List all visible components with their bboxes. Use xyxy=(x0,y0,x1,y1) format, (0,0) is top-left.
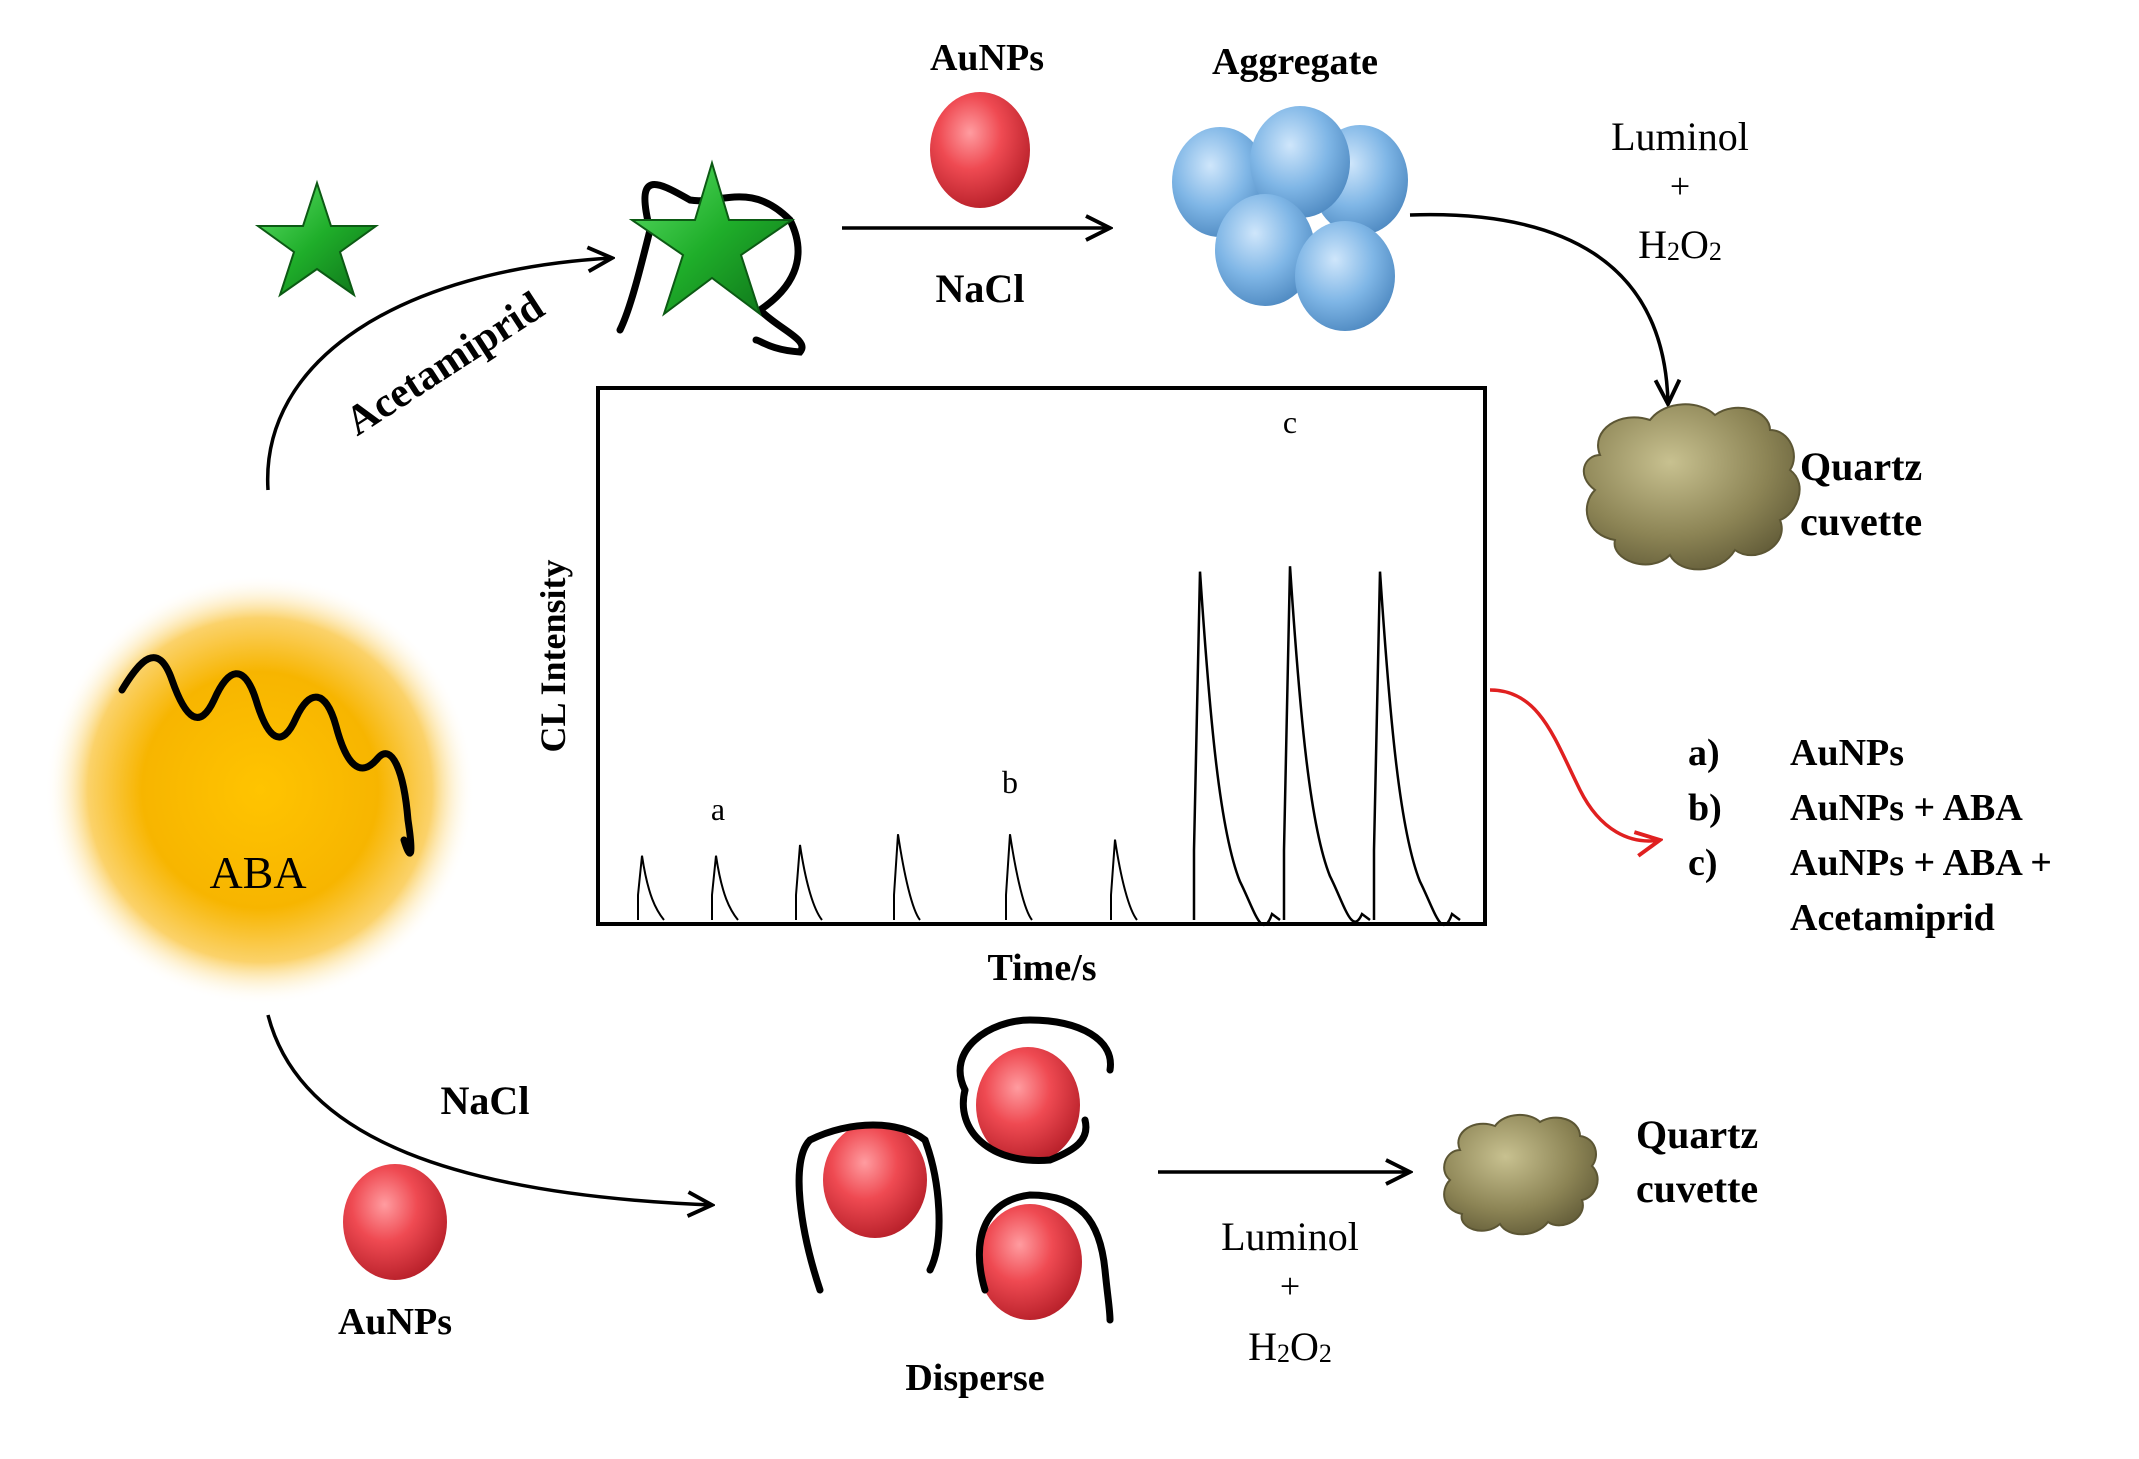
plot-ylabel: CL Intensity xyxy=(533,559,573,752)
aba-glow xyxy=(45,575,475,1005)
bottom-aunps-label: AuNPs xyxy=(338,1301,452,1343)
bottom-aunp-particle xyxy=(343,1164,447,1280)
cl-peak xyxy=(1005,834,1033,921)
aba-label: ABA xyxy=(209,847,306,898)
cl-peak xyxy=(893,834,921,921)
bottom-nacl-arrow xyxy=(266,1014,712,1205)
top-cuvette-label-1: Quartz xyxy=(1800,444,1922,489)
top-to-cuvette-arrow xyxy=(1409,212,1668,404)
cl-peak xyxy=(1192,571,1281,927)
disperse-label: Disperse xyxy=(905,1357,1044,1399)
legend-key-c: c) xyxy=(1688,842,1718,884)
aggregate-label: Aggregate xyxy=(1212,41,1378,83)
bottom-h2o2-label: H2O2 xyxy=(1248,1324,1332,1369)
bottom-nacl-label: NaCl xyxy=(441,1078,530,1123)
peak-label-a: a xyxy=(711,791,725,827)
cl-peak xyxy=(637,855,665,921)
aptamer-strand xyxy=(118,654,415,857)
top-nacl-label: NaCl xyxy=(936,266,1025,311)
aba-aptamer-particle: ABA xyxy=(45,575,475,1005)
bottom-quartz-cuvette xyxy=(1443,1114,1599,1236)
legend: a) AuNPs b) AuNPs + ABA c) AuNPs + ABA +… xyxy=(1688,732,2052,939)
bottom-luminol-label: Luminol xyxy=(1221,1214,1359,1259)
top-aunps-label: AuNPs xyxy=(930,37,1044,79)
cl-peak xyxy=(1372,571,1461,927)
cl-peaks xyxy=(637,566,1461,927)
peak-label-b: b xyxy=(1002,764,1018,800)
legend-key-b: b) xyxy=(1688,787,1722,829)
cl-peak xyxy=(1282,566,1371,923)
cl-peak xyxy=(795,844,823,921)
cl-inset-plot: a b c CL Intensity Time/s xyxy=(533,386,1487,989)
top-cuvette-label-2: cuvette xyxy=(1800,499,1922,544)
legend-pointer-arrow xyxy=(1489,688,1660,841)
legend-text-c-continued: Acetamiprid xyxy=(1790,897,1995,939)
acetamiprid-arrow xyxy=(266,258,612,491)
aunp-particle xyxy=(930,92,1030,208)
top-quartz-cuvette xyxy=(1582,403,1801,571)
acetamiprid-label: Acetamiprid xyxy=(337,283,552,445)
plot-xlabel: Time/s xyxy=(987,947,1096,989)
top-h2o2-label: H2O2 xyxy=(1638,222,1722,267)
bottom-plus-sign: + xyxy=(1280,1266,1300,1306)
top-plus-sign: + xyxy=(1670,166,1690,206)
bottom-cuvette-label-1: Quartz xyxy=(1636,1112,1758,1157)
peak-label-c: c xyxy=(1283,404,1297,440)
legend-text-a: AuNPs xyxy=(1790,732,1904,774)
cl-peak xyxy=(711,855,739,921)
legend-text-b: AuNPs + ABA xyxy=(1790,787,2023,829)
legend-key-a: a) xyxy=(1688,732,1720,774)
legend-text-c: AuNPs + ABA + xyxy=(1790,842,2052,884)
cl-peak xyxy=(1110,839,1138,921)
bottom-cuvette-label-2: cuvette xyxy=(1636,1166,1758,1211)
acetamiprid-star-icon xyxy=(254,179,380,298)
top-luminol-label: Luminol xyxy=(1611,114,1749,159)
dispersed-aunps xyxy=(795,1016,1114,1324)
plot-frame xyxy=(596,386,1487,926)
aptamer-acetamiprid-complex xyxy=(616,159,806,356)
bound-star-icon xyxy=(628,159,796,317)
aggregate-cluster xyxy=(1172,106,1408,331)
